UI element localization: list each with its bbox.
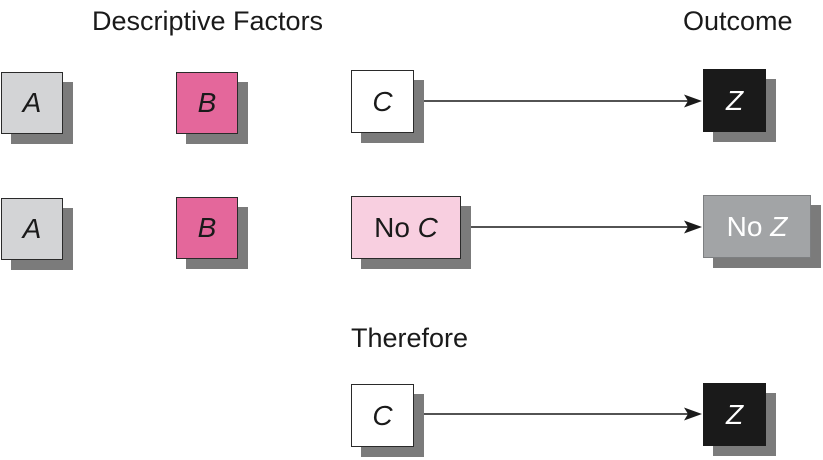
arrowhead-row2: [684, 220, 702, 234]
box-c-row1: C: [351, 70, 424, 143]
heading-therefore: Therefore: [351, 323, 469, 353]
box-no-z-row2: No Z: [703, 195, 821, 268]
heading-descriptive-factors: Descriptive Factors: [92, 6, 324, 36]
heading-outcome: Outcome: [683, 6, 793, 36]
box-b-row2: B: [176, 197, 248, 269]
box-c-row3: C: [351, 384, 424, 457]
box-a-row1: A: [1, 72, 73, 144]
box-b-row1: B: [176, 72, 248, 144]
box-z-row3: Z: [703, 383, 776, 456]
arrowhead-row3: [684, 407, 702, 421]
box-a-row2: A: [1, 198, 73, 270]
box-no-c-row2: No C: [351, 196, 471, 269]
arrowhead-row1: [684, 94, 702, 108]
box-z-row1: Z: [703, 69, 776, 142]
